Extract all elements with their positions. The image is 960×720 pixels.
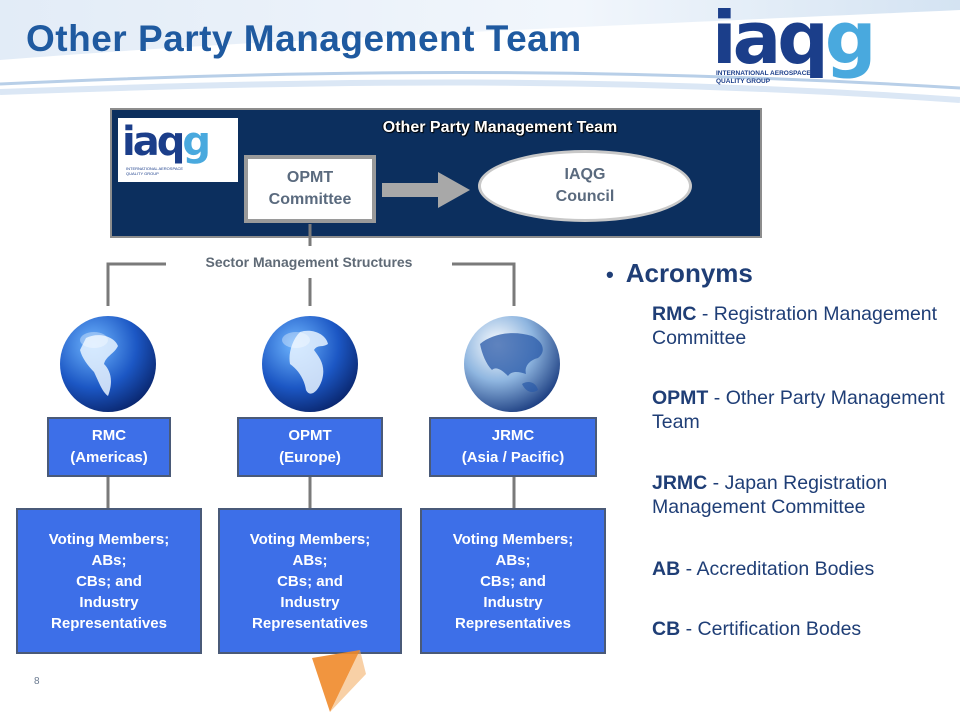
committee-line1: OPMT: [286, 169, 334, 186]
sector-name: RMC: [91, 427, 127, 444]
acronym-item: OPMT - Other Party Management Team: [652, 387, 945, 433]
globe-americas-icon: [60, 316, 156, 412]
acronyms-heading: •Acronyms: [606, 258, 753, 288]
acronym-item: AB - Accreditation Bodies: [652, 558, 875, 580]
acronym-item: JRMC - Japan Registration Management Com…: [652, 472, 888, 518]
sector-box-rmc: RMC (Americas): [47, 417, 171, 477]
sector-region: (Europe): [279, 449, 341, 466]
globe-asia-icon: [464, 316, 560, 412]
page-number: 8: [34, 676, 40, 687]
decorative-pointer: [312, 650, 366, 712]
sector-box-jrmc: JRMC (Asia / Pacific): [429, 417, 597, 477]
sector-name: JRMC: [491, 427, 535, 444]
sector-box-opmt: OPMT (Europe): [237, 417, 383, 477]
opmt-committee-box: OPMT Committee: [244, 155, 376, 223]
panel-title: Other Party Management Team: [382, 119, 618, 136]
sector-region: (Asia / Pacific): [461, 449, 565, 466]
sector-region: (Americas): [70, 449, 148, 466]
iaqg-council-oval: IAQG Council: [478, 150, 692, 222]
page-title: Other Party Management Team: [26, 18, 582, 59]
arrow-right-icon: [382, 172, 470, 208]
globe-europe-icon: [262, 316, 358, 412]
acronym-item: RMC - Registration Management Committee: [652, 303, 938, 349]
acronym-item: CB - Certification Bodes: [652, 618, 862, 640]
header-swoosh: [0, 0, 960, 110]
sector-structures-label: Sector Management Structures: [166, 254, 452, 270]
sector-name: OPMT: [288, 427, 332, 444]
council-line1: IAQG: [564, 166, 606, 183]
council-line2: Council: [555, 188, 615, 205]
committee-line2: Committee: [268, 191, 352, 208]
